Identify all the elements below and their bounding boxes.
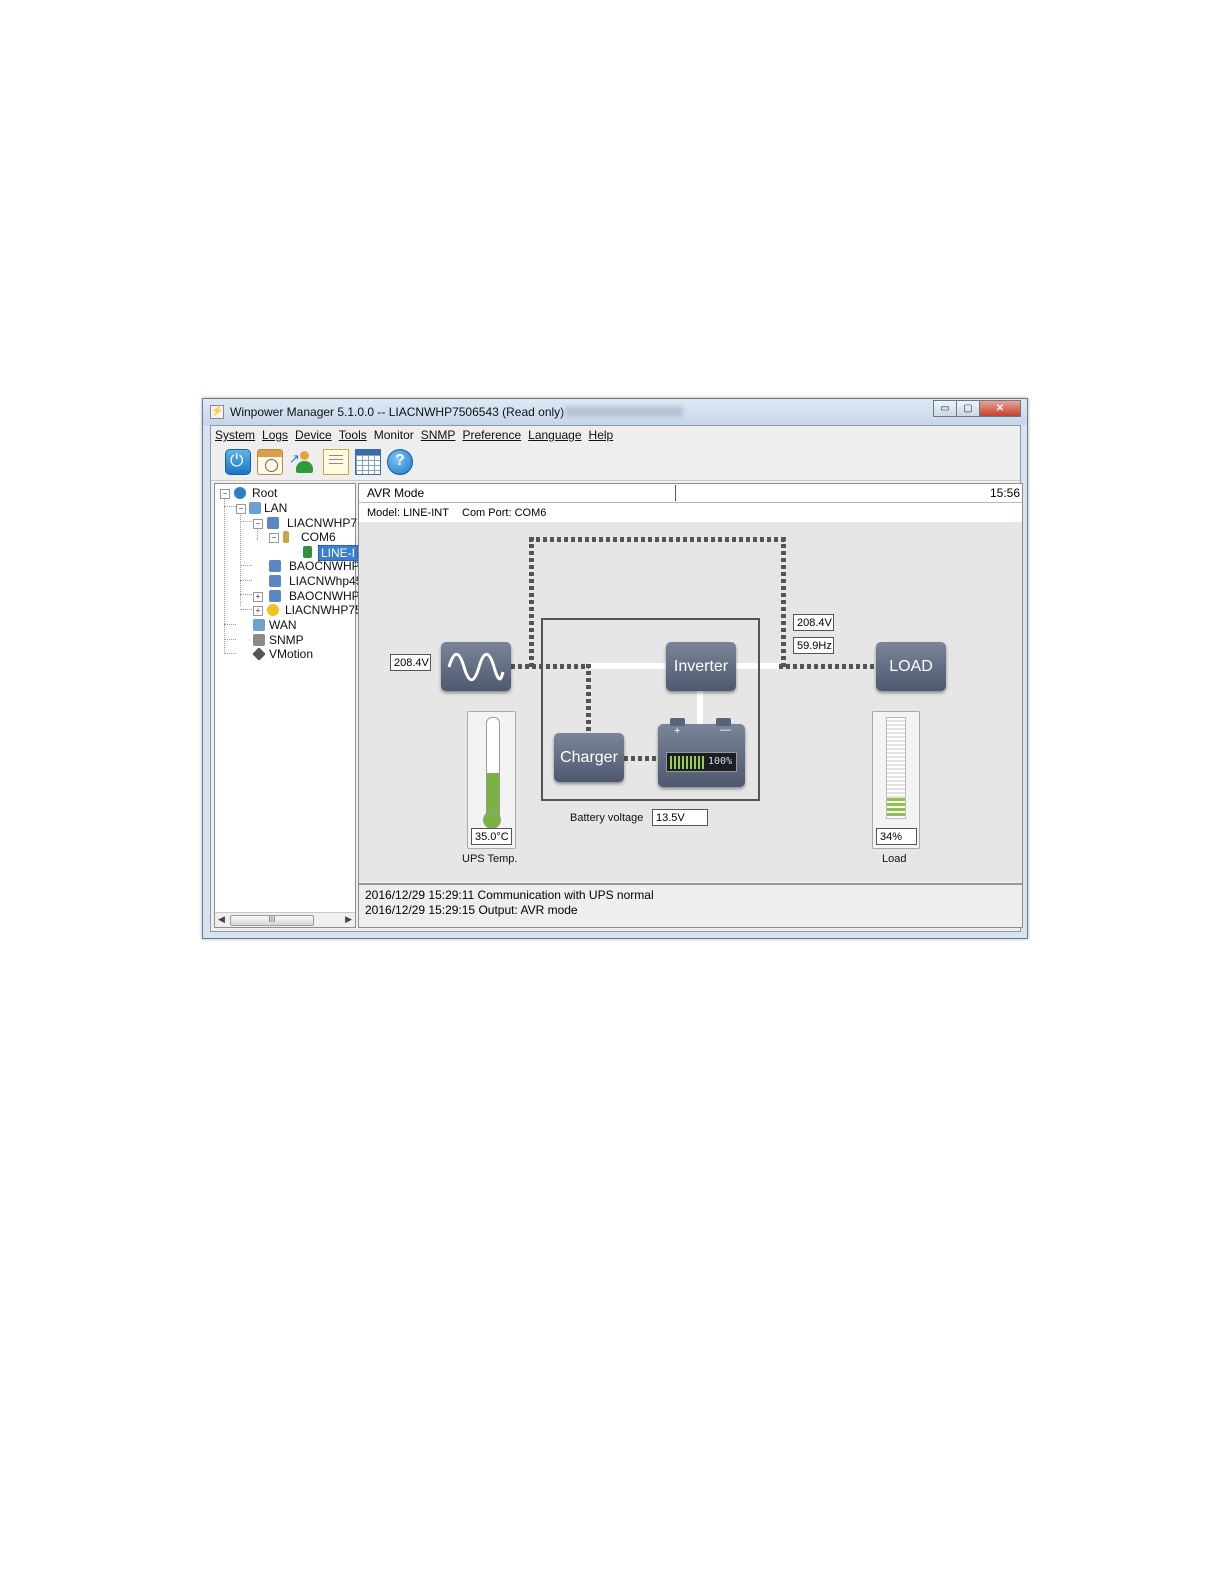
list-icon[interactable]	[323, 449, 349, 475]
network-icon	[234, 487, 246, 499]
ups-mode: AVR Mode	[367, 486, 425, 500]
app-icon: ⚡	[210, 405, 224, 419]
output-frequency-value: 59.9Hz	[793, 637, 834, 654]
load-percent-value: 34%	[876, 828, 917, 845]
power-icon[interactable]	[225, 449, 251, 475]
help-icon[interactable]	[387, 449, 413, 475]
scroll-right-icon[interactable]: ▶	[345, 914, 352, 924]
menu-help[interactable]: Help	[588, 428, 614, 442]
monitor-panel: AVR Mode 15:56 Model: LINE-INT Com Port:…	[358, 483, 1023, 928]
log-entry: 2016/12/29 15:29:15 Output: AVR mode	[365, 903, 578, 917]
model-info: Model: LINE-INT	[367, 507, 449, 519]
title-bar[interactable]: ⚡ Winpower Manager 5.1.0.0 -- LIACNWHP75…	[203, 399, 1027, 425]
lan-icon	[249, 502, 261, 514]
wan-icon	[253, 619, 265, 631]
battery-plus-icon: +	[674, 725, 681, 737]
vmotion-icon	[252, 647, 266, 661]
bypass-line-right	[781, 537, 786, 667]
status-time: 15:56	[989, 486, 1020, 500]
inverter-block[interactable]: Inverter	[666, 642, 736, 691]
ups-icon	[303, 546, 312, 558]
device-tree[interactable]: − Root − LAN − LIACNWHP7 − COM6 LIN	[214, 483, 362, 928]
load-fill	[887, 798, 905, 818]
device-info: Model: LINE-INT Com Port: COM6	[359, 503, 1022, 522]
ups-diagram: 208.4V Inverter Charger + — 100%	[359, 522, 1022, 881]
menu-logs[interactable]: Logs	[262, 428, 289, 442]
app-window: ⚡ Winpower Manager 5.1.0.0 -- LIACNWHP75…	[202, 398, 1028, 939]
charger-battery-line	[624, 756, 657, 761]
menu-preference[interactable]: Preference	[462, 428, 522, 442]
computer-icon	[269, 590, 281, 602]
ups-core-frame	[541, 618, 760, 801]
charger-feed-line	[586, 664, 591, 734]
battery-percent: 100%	[708, 756, 733, 767]
menu-bar: System Logs Device Tools Monitor SNMP Pr…	[211, 426, 1020, 443]
menu-monitor[interactable]: Monitor	[373, 428, 414, 442]
ups-temp-value: 35.0°C	[471, 828, 512, 845]
grid-icon[interactable]	[355, 449, 381, 475]
schedule-icon[interactable]	[257, 449, 283, 475]
computer-icon	[269, 560, 281, 572]
battery-level-bars	[670, 756, 706, 769]
menu-snmp[interactable]: SNMP	[420, 428, 456, 442]
menu-tools[interactable]: Tools	[338, 428, 367, 442]
ups-temp-label: UPS Temp.	[462, 853, 518, 865]
battery-voltage-label: Battery voltage	[570, 812, 644, 824]
minimize-button[interactable]: ▭	[933, 400, 957, 417]
computer-icon	[269, 575, 281, 587]
bypass-line-top	[529, 537, 786, 542]
ac-input-block[interactable]	[441, 642, 511, 691]
sine-wave-icon	[447, 652, 505, 681]
bypass-line-left	[529, 537, 534, 667]
close-button[interactable]: ✕	[979, 400, 1021, 417]
window-title: Winpower Manager 5.1.0.0 -- LIACNWHP7506…	[230, 405, 576, 419]
menu-device[interactable]: Device	[295, 428, 332, 442]
battery-voltage-value: 13.5V	[652, 809, 708, 826]
computer-icon	[267, 517, 279, 529]
temperature-gauge: 35.0°C	[467, 711, 516, 849]
warning-icon	[267, 604, 279, 616]
charger-block[interactable]: Charger	[554, 733, 624, 782]
blurred-title-info	[565, 406, 683, 417]
inverter-battery-link	[697, 690, 703, 724]
comport-info: Com Port: COM6	[462, 507, 547, 519]
event-log[interactable]: 2016/12/29 15:29:11 Communication with U…	[359, 883, 1022, 927]
load-block[interactable]: LOAD	[876, 642, 946, 691]
battery-minus-icon: —	[720, 724, 731, 736]
temperature-fill	[487, 773, 499, 818]
user-icon[interactable]: ↗	[289, 449, 315, 475]
port-icon	[283, 531, 289, 543]
log-entry: 2016/12/29 15:29:11 Communication with U…	[365, 888, 654, 902]
load-caption: Load	[882, 853, 907, 865]
maximize-button[interactable]: ▢	[956, 400, 980, 417]
input-line	[511, 664, 591, 669]
status-bar: AVR Mode 15:56	[359, 484, 1022, 503]
snmp-icon	[253, 634, 265, 646]
tree-horizontal-scrollbar[interactable]: ◀ III ▶	[215, 912, 355, 927]
output-line	[779, 664, 876, 669]
load-gauge: 34%	[872, 711, 920, 849]
toolbar: ↗	[211, 444, 1020, 481]
client-area: System Logs Device Tools Monitor SNMP Pr…	[210, 425, 1023, 932]
scroll-left-icon[interactable]: ◀	[218, 914, 225, 924]
input-voltage-value: 208.4V	[390, 654, 431, 671]
battery-block[interactable]: + — 100%	[658, 718, 745, 787]
scrollbar-thumb[interactable]: III	[230, 915, 314, 926]
menu-system[interactable]: System	[215, 428, 256, 442]
output-voltage-value: 208.4V	[793, 614, 834, 631]
menu-language[interactable]: Language	[528, 428, 582, 442]
